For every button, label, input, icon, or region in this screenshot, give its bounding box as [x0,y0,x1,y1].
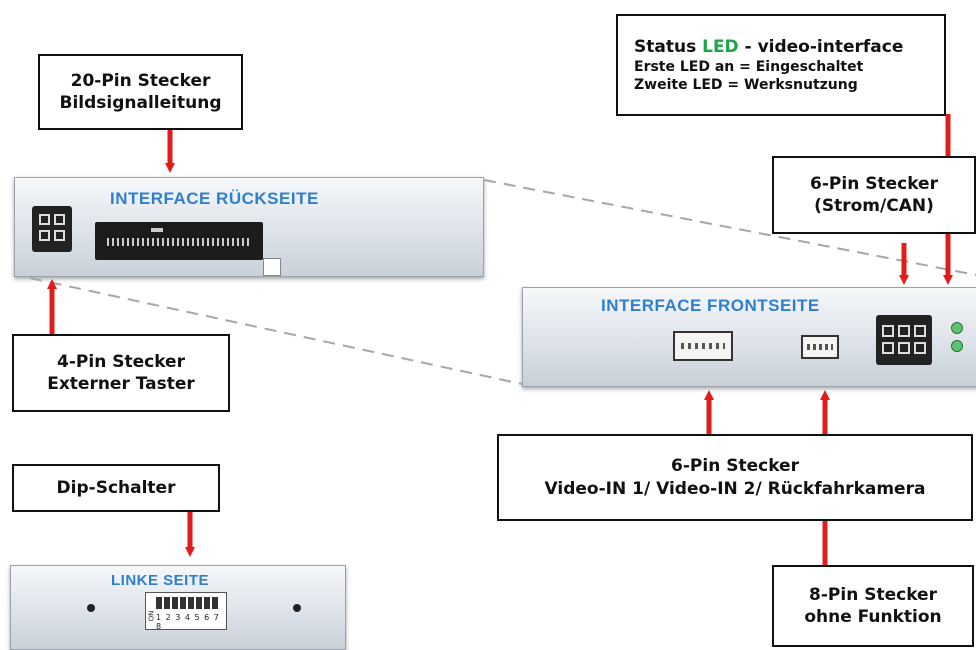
4-pin-label-line2: Externer Taster [47,374,195,394]
6-pin-video-label: 6-Pin Stecker Video-IN 1/ Video-IN 2/ Rü… [497,434,973,521]
status-led-label: Status LED - video-interface Erste LED a… [616,14,946,116]
6-pin-power-label: 6-Pin Stecker (Strom/CAN) [772,156,976,234]
screw-hole-left [87,604,95,612]
8-pin-label-line1: 8-Pin Stecker [809,584,937,605]
20-pin-connector [95,222,263,260]
status-led-line3: Zweite LED = Werksnutzung [634,77,858,94]
6-pin-video-label-line2: Video-IN 1/ Video-IN 2/ Rückfahrkamera [544,478,926,499]
screw-hole-right [293,604,301,612]
8-pin-connector [801,335,839,359]
dashed-guide-top [483,179,976,276]
left-panel-title: LINKE SEITE [111,572,210,589]
status-led-2 [951,340,963,352]
6-pin-video-label-line1: 6-Pin Stecker [671,456,799,477]
20-pin-label: 20-Pin Stecker Bildsignalleitung [38,54,243,130]
back-panel-title: INTERFACE RÜCKSEITE [110,189,319,208]
4-pin-label: 4-Pin Stecker Externer Taster [12,334,230,412]
dip-switch-label-text: Dip-Schalter [56,477,176,498]
interface-left-panel: LINKE SEITE ON 1 2 3 4 5 6 7 8 [10,565,346,650]
dashed-guide-bottom [29,277,523,385]
4-pin-label-line1: 4-Pin Stecker [57,351,185,372]
status-led-line2: Erste LED an = Eingeschaltet [634,58,864,75]
interface-back-panel: INTERFACE RÜCKSEITE [14,177,484,277]
front-panel-title: INTERFACE FRONTSEITE [601,296,820,315]
sticker [263,258,281,276]
dip-switch-toggles [156,597,220,609]
dip-switch-numbers: 1 2 3 4 5 6 7 8 [156,613,220,631]
8-pin-label-line2: ohne Funktion [804,607,942,627]
20-pin-label-line1: 20-Pin Stecker [70,70,211,91]
status-led-1 [951,322,963,334]
20-pin-label-line2: Bildsignalleitung [59,93,222,113]
interface-front-panel: INTERFACE FRONTSEITE [522,287,976,387]
4-pin-connector [32,206,72,252]
6-pin-power-label-line2: (Strom/CAN) [814,196,934,216]
6-pin-video-connector [673,331,733,361]
dip-switch: ON 1 2 3 4 5 6 7 8 [145,592,227,631]
8-pin-label: 8-Pin Stecker ohne Funktion [772,565,974,647]
6-pin-power-label-line1: 6-Pin Stecker [810,173,938,194]
6-pin-power-connector [876,315,932,365]
dip-switch-label: Dip-Schalter [12,464,220,512]
status-led-title: Status LED - video-interface [634,36,904,57]
